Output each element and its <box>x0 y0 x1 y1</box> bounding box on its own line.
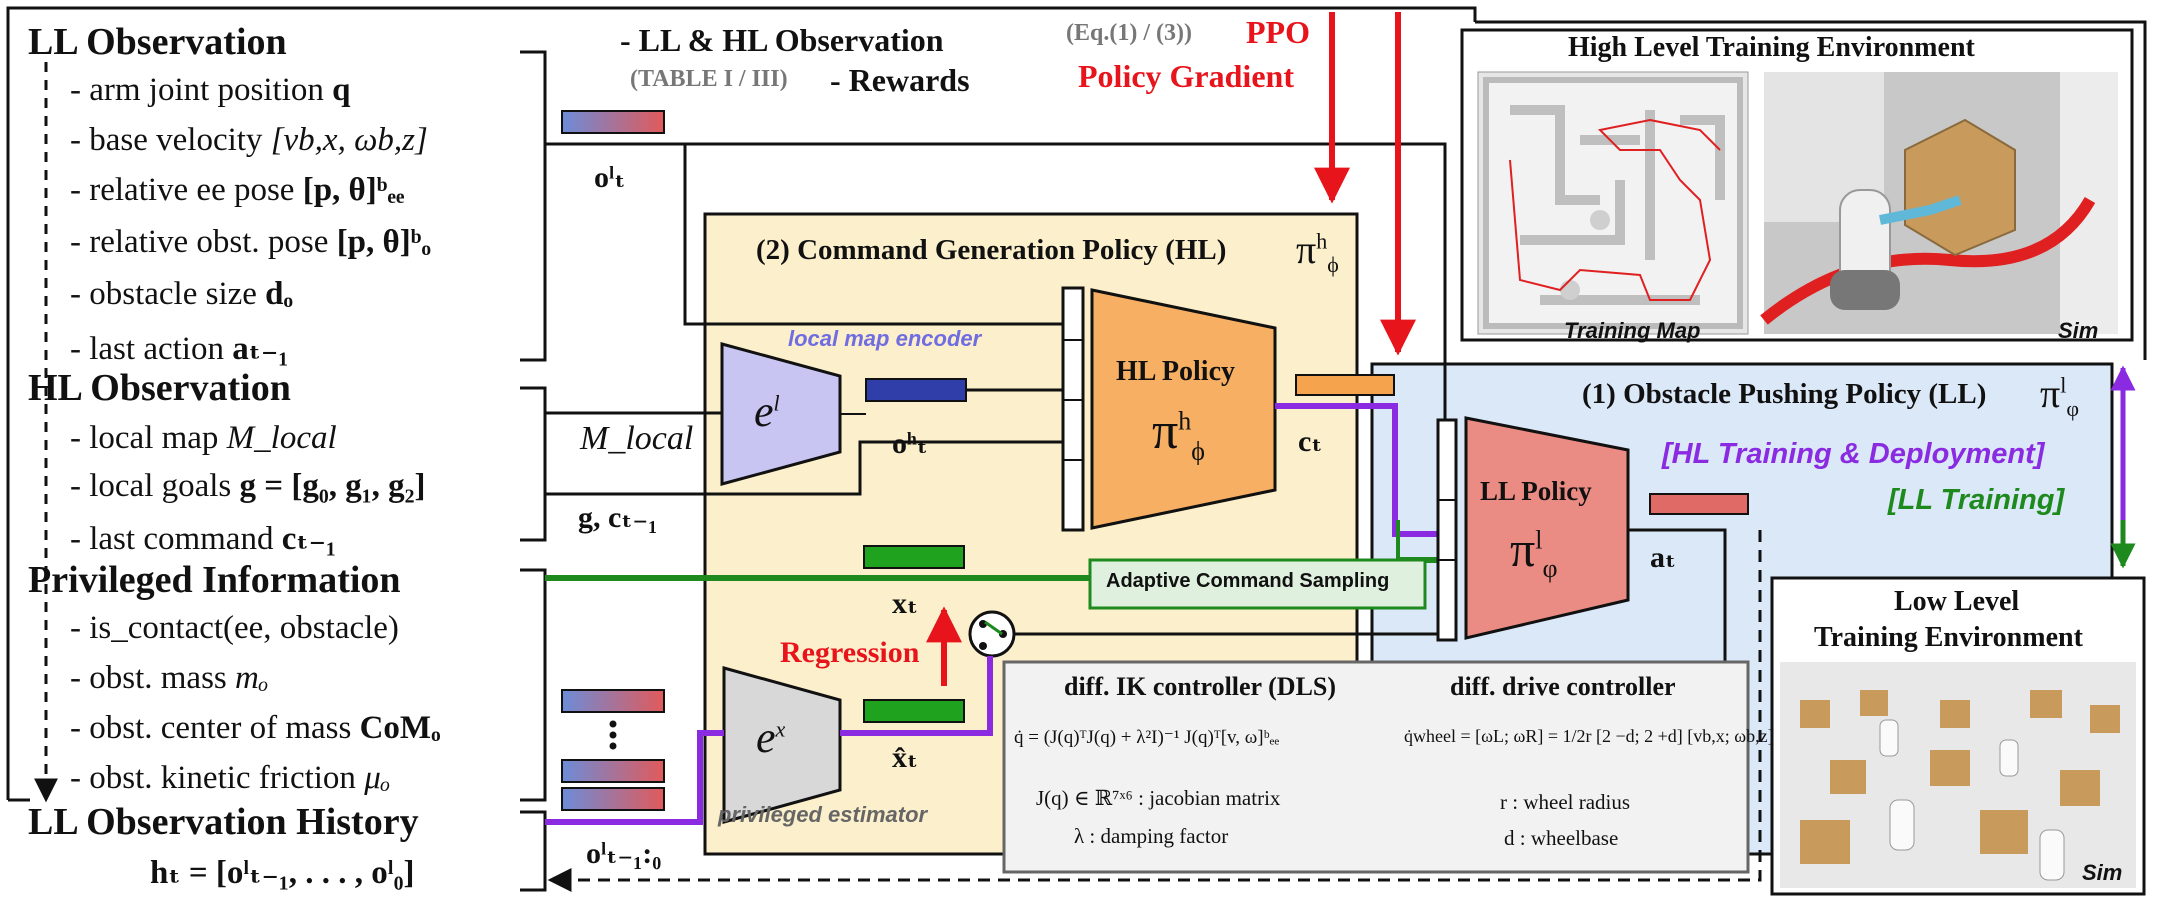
hl-policy-label: HL Policy <box>1116 356 1235 387</box>
at-label: aₜ <box>1650 541 1677 574</box>
ll-obs-brace <box>520 50 547 362</box>
ll-obs-tensor <box>561 110 665 134</box>
estimator-symbol: ex <box>756 713 786 762</box>
history-title: LL Observation History <box>28 801 419 843</box>
ll-obs-title: LL Observation <box>28 21 287 63</box>
legend-rewards: - Rewards <box>830 62 970 98</box>
hl-pi: πhϕ <box>1296 227 1339 277</box>
hl-env-title: High Level Training Environment <box>1568 32 1975 63</box>
ll-env-title-2: Training Environment <box>1814 622 2083 653</box>
lambda-def: λ : damping factor <box>1074 824 1229 848</box>
xhat-label: x̂ₜ <box>892 741 919 774</box>
ll-sim-caption: Sim <box>2082 860 2123 885</box>
ll-env-title-1: Low Level <box>1894 586 2020 617</box>
hl-training-label: [HL Training & Deployment] <box>1662 438 2045 470</box>
ll-sim-boxes <box>1800 690 2120 881</box>
ll-policy <box>1464 416 1630 640</box>
ll-obs-item: - relative ee pose [p, θ]ᵇₑₑ <box>70 172 405 208</box>
priv-brace <box>520 568 547 802</box>
adaptive-sampling-label: Adaptive Command Sampling <box>1106 570 1390 592</box>
action-at <box>1649 493 1749 515</box>
ll-obs-item: - relative obst. pose [p, θ]ᵇₒ <box>70 224 431 260</box>
radius-def: r : wheel radius <box>1500 790 1631 814</box>
regression-label: Regression <box>780 636 920 669</box>
ot-h-label: oʰₜ <box>892 427 928 460</box>
legend-table-ref: (TABLE I / III) <box>630 66 788 92</box>
ll-pi: πlφ <box>2040 371 2080 421</box>
adaptive-box <box>1088 558 1427 610</box>
latent-xt <box>863 545 965 569</box>
ll-obs-item: - arm joint position q <box>70 72 351 108</box>
ll-concat <box>1436 418 1458 642</box>
jacobian-def: J(q) ∈ ℝ⁷ˣ⁶ : jacobian matrix <box>1036 786 1281 810</box>
dd-title: diff. drive controller <box>1450 672 1676 701</box>
history-brace <box>520 810 547 892</box>
hl-policy <box>1090 288 1277 530</box>
eq-ref: (Eq.(1) / (3)) <box>1066 20 1192 46</box>
dd-equation: q̇wheel = [ωL; ωR] = 1/2r [2 −d; 2 +d] [… <box>1404 726 1774 746</box>
switch <box>968 610 1016 658</box>
latent-oh <box>865 378 967 402</box>
priv-item: - is_contact(ee, obstacle) <box>70 610 399 646</box>
hl-policy-pi: πhϕ <box>1152 403 1205 466</box>
mlocal-label: M_local <box>580 420 694 457</box>
estimator-caption: privileged estimator <box>718 802 928 827</box>
ll-policy-pi: πlφ <box>1510 521 1558 583</box>
priv-item: - obst. mass mₒ <box>70 660 269 696</box>
map-path <box>1509 118 1721 301</box>
pg-label: Policy Gradient <box>1078 58 1294 94</box>
ll-training-label: [LL Training] <box>1888 484 2065 516</box>
ll-box-title: (1) Obstacle Pushing Policy (LL) <box>1582 378 1987 410</box>
training-map-caption: Training Map <box>1564 318 1701 343</box>
hl-obs-title: HL Observation <box>28 367 291 409</box>
xt-label: xₜ <box>892 587 919 620</box>
latent-xhat <box>863 699 965 723</box>
ohist-label: oˡₜ₋₁:₀ <box>586 837 662 870</box>
priv-item: - obst. center of mass CoMₒ <box>70 710 441 746</box>
wheelbase-def: d : wheelbase <box>1504 826 1619 850</box>
history-formula: hₜ = [oˡₜ₋₁, . . . , oˡ₀] <box>150 855 415 891</box>
ll-obs-item: - base velocity [vb,x, ωb,z] <box>70 122 428 158</box>
ll-policy-label: LL Policy <box>1480 476 1592 506</box>
ll-obs-line <box>545 142 1447 420</box>
hl-obs-brace <box>520 386 547 542</box>
hl-obs-item: - local map M_local <box>70 420 337 456</box>
encoder-symbol: el <box>754 387 780 436</box>
hl-box-title: (2) Command Generation Policy (HL) <box>756 234 1227 266</box>
action-dashed <box>547 530 1762 892</box>
hl-obs-item: - local goals g = [g₀, g₁, g₂] <box>70 468 426 504</box>
history-tensor-1 <box>561 689 665 713</box>
g-c-label: g, cₜ₋₁ <box>578 501 658 534</box>
controller-panel <box>1002 660 1750 874</box>
purple-est-out <box>840 656 993 736</box>
ik-equation: q̇ = (J(q)ᵀJ(q) + λ²I)⁻¹ J(q)ᵀ[v, ω]ᵇₑₑ <box>1014 727 1280 748</box>
top-feedback-line <box>6 6 1477 32</box>
encoder-caption: local map encoder <box>788 326 982 351</box>
hl-sim-caption: Sim <box>2058 318 2099 343</box>
ik-title: diff. IK controller (DLS) <box>1064 672 1337 701</box>
ppo-label: PPO <box>1246 14 1310 50</box>
local-map-encoder <box>720 342 842 486</box>
ll-obs-item: - last action aₜ₋₁ <box>70 331 289 367</box>
ot-l-label: oˡₜ <box>594 161 626 194</box>
history-purple-line <box>545 730 724 825</box>
ll-obs-item: - obstacle size dₒ <box>70 276 293 312</box>
priv-title: Privileged Information <box>28 559 401 601</box>
purple-hl-out <box>1275 403 1440 537</box>
privileged-estimator <box>722 666 842 824</box>
hl-obs-item: - last command cₜ₋₁ <box>70 521 336 557</box>
priv-item: - obst. kinetic friction μₒ <box>70 760 391 796</box>
history-tensor-3 <box>561 787 665 811</box>
command-ct <box>1295 374 1395 396</box>
legend-line1: - LL & HL Observation <box>620 22 944 58</box>
hl-concat <box>1061 286 1085 532</box>
ct-label: cₜ <box>1298 425 1323 458</box>
history-tensor-2 <box>561 759 665 783</box>
